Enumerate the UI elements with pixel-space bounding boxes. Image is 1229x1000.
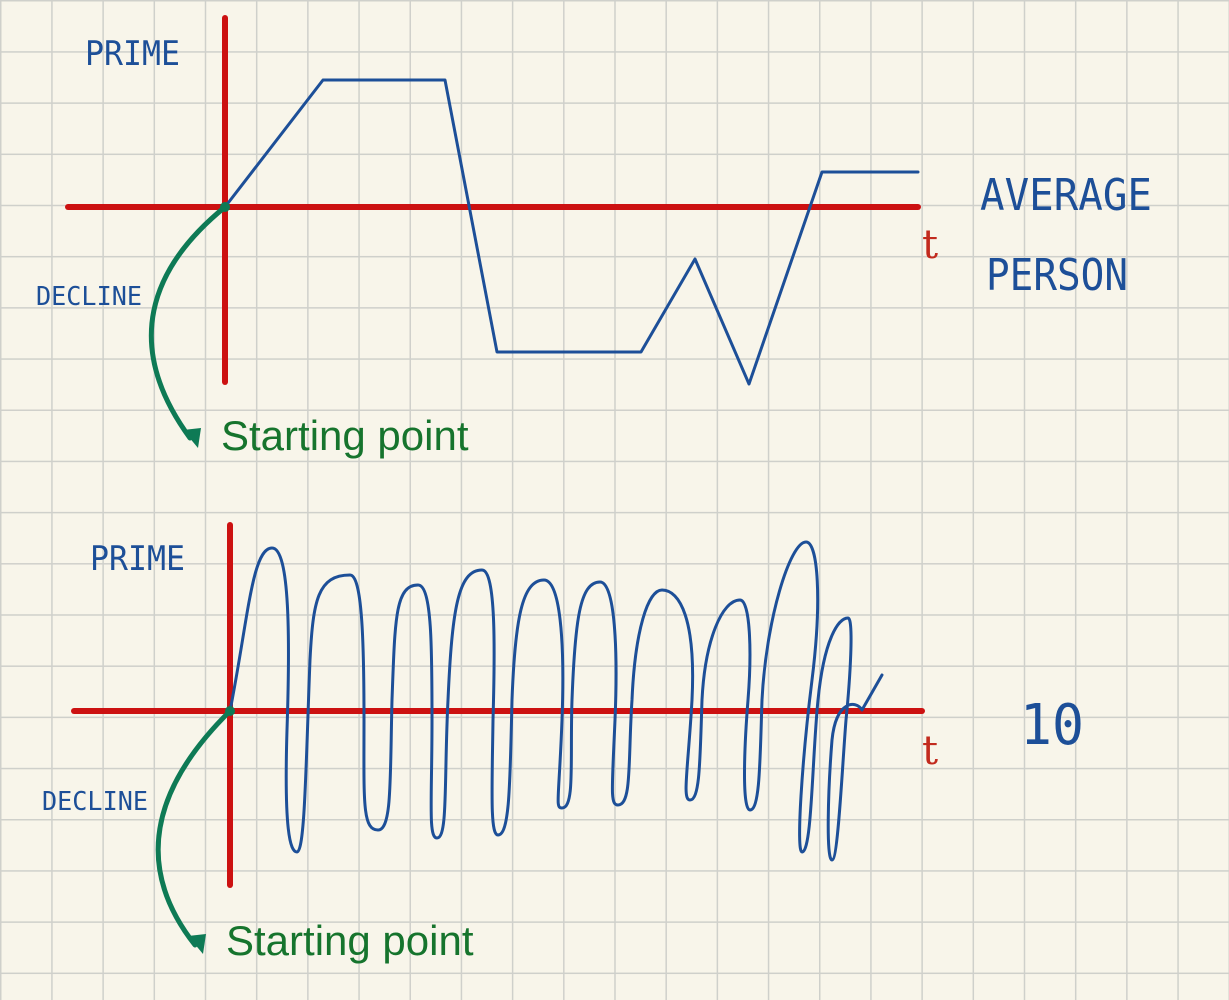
arrow-head [183, 428, 201, 448]
origin-dot [220, 202, 230, 212]
arrow-head [188, 934, 206, 954]
starting-point-label: Starting point [221, 412, 469, 459]
prime-label: PRIME [90, 539, 185, 579]
trajectory-line [223, 78, 920, 386]
oscillating-line [228, 540, 884, 862]
decline-label: DECLINE [42, 787, 148, 817]
decline-label: DECLINE [36, 282, 142, 312]
prime-label: PRIME [85, 34, 180, 74]
diagram-ten: PRIME DECLINE t 10 Starting point [42, 522, 1084, 964]
time-axis-label: t [922, 728, 938, 774]
starting-point-arrow [155, 708, 233, 948]
ten-label: 10 [1020, 693, 1084, 758]
origin-dot [225, 706, 235, 716]
time-axis-label: t [922, 222, 938, 268]
diagram-average-person: PRIME DECLINE t AVERAGE PERSON Starting … [36, 15, 1152, 459]
starting-point-label: Starting point [226, 917, 474, 964]
starting-point-arrow [148, 204, 228, 441]
person-label: PERSON [986, 250, 1128, 301]
average-label: AVERAGE [980, 170, 1152, 221]
